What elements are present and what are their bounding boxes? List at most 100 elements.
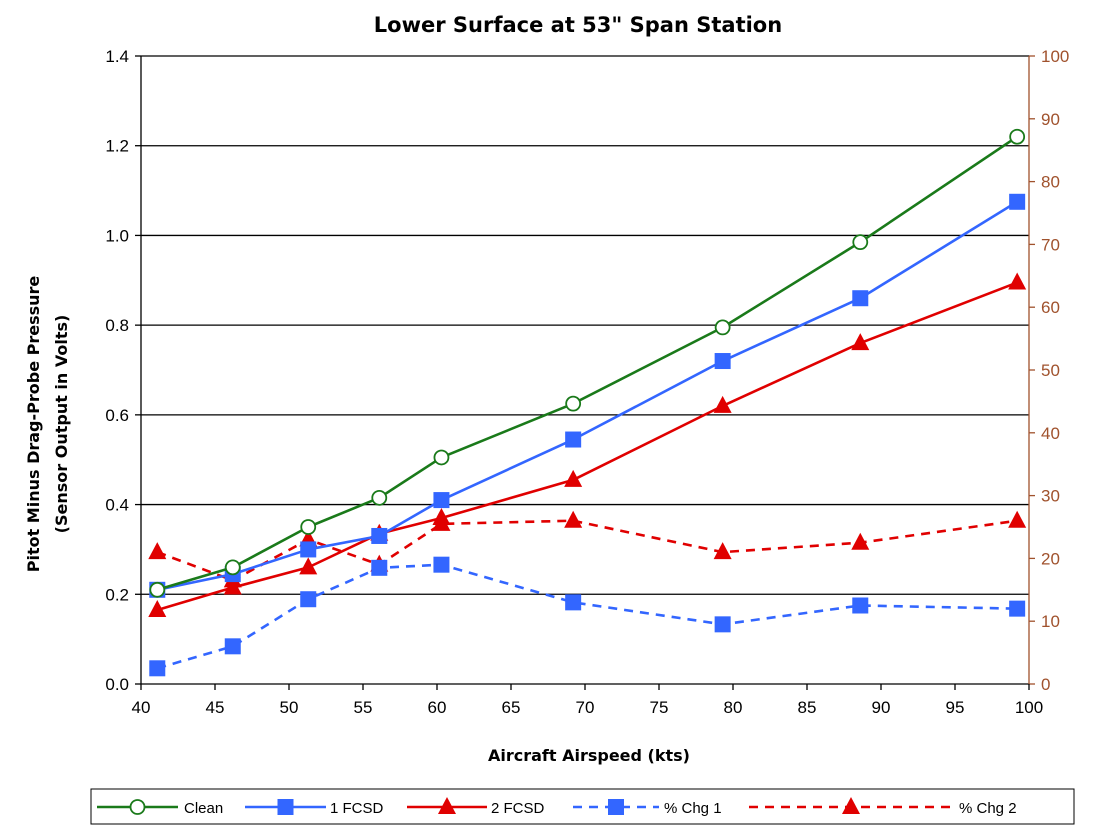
left-tick-label: 0.8: [105, 316, 129, 335]
right-tick-label: 10: [1041, 612, 1060, 631]
point-chg-1: [224, 638, 241, 655]
point-clean: [149, 581, 166, 598]
right-tick-label: 100: [1041, 47, 1069, 66]
legend-item-clean: Clean: [97, 799, 223, 817]
point-1-fcsd: [565, 431, 582, 448]
legend-item-chg-2: % Chg 2: [749, 797, 1017, 817]
point-clean: [433, 449, 450, 466]
point-2-fcsd: [564, 469, 583, 487]
point-2-fcsd: [432, 508, 451, 526]
legend-label: 1 FCSD: [330, 800, 384, 817]
legend-swatch-marker: [277, 799, 294, 815]
left-tick-label: 1.4: [105, 47, 129, 66]
legend-swatch-marker: [129, 799, 146, 815]
legend-label: 2 FCSD: [491, 800, 545, 817]
right-tick-label: 60: [1041, 298, 1060, 317]
point-2-fcsd: [1008, 272, 1027, 290]
y-axis-title-group: Pitot Minus Drag-Probe Pressure (Sensor …: [24, 276, 71, 573]
legend: Clean 1 FCSD 2 FCSD % Chg 1 % Chg 2: [97, 797, 1017, 817]
left-axis-ticks: 0.0 0.2 0.4 0.6 0.8 1.0 1.2 1.4: [105, 47, 141, 694]
point-2-fcsd: [299, 557, 318, 575]
point-chg-1: [1009, 600, 1026, 617]
point-chg-1: [852, 597, 869, 614]
point-1-fcsd: [371, 527, 388, 544]
series-line-2-fcsd: [156, 281, 1018, 612]
bottom-tick-label: 75: [650, 698, 669, 717]
point-2-fcsd: [148, 599, 167, 617]
point-chg-1: [300, 591, 317, 608]
series-line-chg-2: [156, 519, 1018, 582]
point-chg-2: [148, 542, 167, 560]
series-line-clean: [156, 135, 1018, 592]
point-clean: [565, 395, 582, 412]
bottom-tick-label: 40: [132, 698, 151, 717]
y-axis-title: Pitot Minus Drag-Probe Pressure: [24, 276, 43, 573]
bottom-tick-label: 70: [576, 698, 595, 717]
y-axis-subtitle: (Sensor Output in Volts): [52, 315, 71, 534]
left-tick-label: 1.2: [105, 137, 129, 156]
right-tick-label: 80: [1041, 173, 1060, 192]
point-2-fcsd: [223, 577, 242, 595]
right-tick-label: 30: [1041, 487, 1060, 506]
series-layer: [148, 128, 1027, 677]
chart-title: Lower Surface at 53" Span Station: [374, 13, 782, 37]
point-chg-1: [149, 660, 166, 677]
bottom-tick-label: 80: [724, 698, 743, 717]
point-chg-2: [1008, 510, 1027, 528]
x-axis-title: Aircraft Airspeed (kts): [488, 746, 690, 765]
point-1-fcsd: [852, 290, 869, 307]
left-tick-label: 0.0: [105, 675, 129, 694]
bottom-tick-label: 50: [280, 698, 299, 717]
legend-swatch-marker: [438, 797, 456, 814]
point-1-fcsd: [714, 353, 731, 370]
gridlines: [141, 55, 1029, 595]
point-1-fcsd: [433, 492, 450, 509]
legend-item-1-fcsd: 1 FCSD: [245, 799, 384, 817]
point-chg-1: [433, 556, 450, 573]
legend-swatch-marker: [608, 799, 624, 815]
series-clean: [149, 128, 1026, 598]
bottom-axis-ticks: 40 45 50 55 60 65 70 75 80 85 90 95 100: [132, 684, 1043, 717]
bottom-tick-label: 65: [502, 698, 521, 717]
point-clean: [852, 234, 869, 251]
left-tick-label: 0.2: [105, 585, 129, 604]
bottom-tick-label: 85: [798, 698, 817, 717]
point-1-fcsd: [1009, 193, 1026, 210]
point-clean: [714, 319, 731, 336]
point-clean: [371, 489, 388, 506]
right-tick-label: 70: [1041, 235, 1060, 254]
point-2-fcsd: [851, 333, 870, 351]
right-tick-label: 90: [1041, 110, 1060, 129]
point-chg-1: [714, 616, 731, 633]
point-clean: [300, 519, 317, 535]
point-chg-1: [371, 559, 388, 576]
point-1-fcsd: [300, 541, 317, 558]
series-1-fcsd: [149, 193, 1026, 598]
left-tick-label: 0.4: [105, 496, 129, 515]
bottom-tick-label: 90: [872, 698, 891, 717]
bottom-tick-label: 100: [1015, 698, 1043, 717]
point-chg-2: [713, 542, 732, 560]
legend-label: % Chg 1: [664, 800, 722, 817]
bottom-tick-label: 45: [206, 698, 225, 717]
point-2-fcsd: [713, 395, 732, 413]
right-tick-label: 50: [1041, 361, 1060, 380]
left-tick-label: 0.6: [105, 406, 129, 425]
legend-item-2-fcsd: 2 FCSD: [407, 797, 545, 817]
series-2-fcsd: [148, 272, 1027, 617]
series-line-chg-1: [156, 563, 1018, 670]
bottom-tick-label: 55: [354, 698, 373, 717]
point-chg-1: [565, 594, 582, 611]
legend-item-chg-1: % Chg 1: [573, 799, 722, 817]
right-tick-label: 20: [1041, 549, 1060, 568]
point-clean: [224, 559, 241, 576]
left-tick-label: 1.0: [105, 226, 129, 245]
legend-swatch-marker: [842, 797, 860, 814]
right-tick-label: 0: [1041, 675, 1050, 694]
bottom-tick-label: 60: [428, 698, 447, 717]
legend-label: Clean: [184, 800, 223, 817]
bottom-tick-label: 95: [946, 698, 965, 717]
series-chg-1: [149, 556, 1026, 677]
